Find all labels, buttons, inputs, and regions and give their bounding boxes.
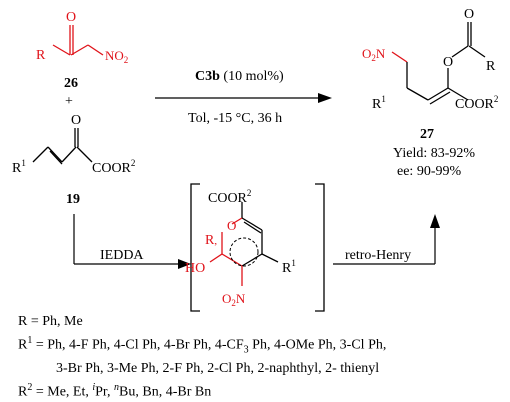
retro-henry-label: retro-Henry xyxy=(345,248,411,263)
main-arrow xyxy=(155,93,332,103)
ester-label-27: COOR2 xyxy=(455,94,498,112)
plus-sign: + xyxy=(65,94,73,109)
iedda-arrow xyxy=(73,214,180,265)
r2-definition: R2 = Me, Et, iPr, nBu, Bn, 4-Br Bn xyxy=(18,382,212,401)
intermediate-ring xyxy=(241,202,279,267)
electron-flow-circle xyxy=(229,237,259,267)
r1-label-27: R1 xyxy=(372,94,386,112)
retro-henry-arrow xyxy=(333,226,436,265)
iedda-arrowhead xyxy=(178,259,191,269)
r1-label-int: R1 xyxy=(282,258,296,276)
r-label-int: R, xyxy=(205,233,217,248)
ester-oxygen-27: O xyxy=(443,55,453,70)
intermediate-brackets xyxy=(190,183,325,312)
r-label-26: R xyxy=(36,48,46,63)
ester-label-int: COOR2 xyxy=(208,188,251,206)
retro-henry-arrowhead xyxy=(430,214,440,228)
r1-definition-line2: 3-Br Ph, 3-Me Ph, 2-F Ph, 2-Cl Ph, 2-nap… xyxy=(56,361,380,377)
ring-oxygen: O xyxy=(227,218,236,233)
intermediate-ring-red xyxy=(209,217,243,286)
hydroxyl-label: HO xyxy=(185,261,205,276)
r1-label-19: R1 xyxy=(12,158,26,176)
compound-19 xyxy=(32,128,93,165)
ester-label-19: COOR2 xyxy=(92,158,135,176)
conditions-text: Tol, -15 °C, 36 h xyxy=(188,111,282,126)
nitro-group-26: NO2 xyxy=(105,48,128,65)
ketone-oxygen-19: O xyxy=(71,113,81,128)
yield-text: Yield: 83-92% xyxy=(393,146,475,161)
compound-26-label: 26 xyxy=(64,76,78,91)
r-label-27: R xyxy=(486,59,496,74)
r1-definition-line1: R1 = Ph, 4-F Ph, 4-Cl Ph, 4-Br Ph, 4-CF3… xyxy=(18,335,387,356)
r-definition: R = Ph, Me xyxy=(18,314,83,329)
compound-19-label: 19 xyxy=(66,192,80,207)
substituent-definitions: R = Ph, Me R1 = Ph, 4-F Ph, 4-Cl Ph, 4-B… xyxy=(18,312,386,402)
product-27-black xyxy=(406,22,486,105)
carbonyl-oxygen-27: O xyxy=(464,7,474,22)
nitro-group-int: O2N xyxy=(222,291,246,308)
iedda-label: IEDDA xyxy=(100,248,144,263)
ee-text: ee: 90-99% xyxy=(397,164,461,179)
compound-27-label: 27 xyxy=(420,127,434,142)
compound-26 xyxy=(52,25,104,56)
product-27-red xyxy=(391,51,408,63)
catalyst-text: C3b (10 mol%) xyxy=(195,69,284,84)
nitro-group-27: O2N xyxy=(362,46,386,63)
ketone-oxygen: O xyxy=(66,10,76,25)
